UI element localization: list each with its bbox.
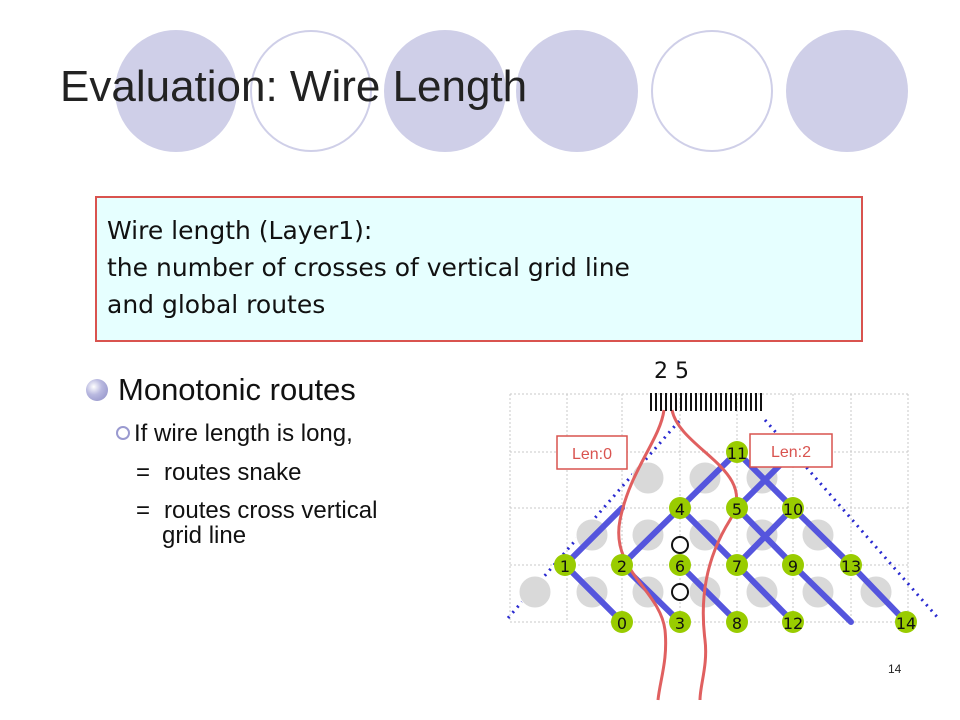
node-2: 2 — [611, 554, 633, 576]
svg-text:6: 6 — [675, 557, 685, 576]
green-nodes: 0 1 2 3 4 5 6 7 8 9 10 11 12 13 14 — [554, 441, 917, 633]
crossing-marker-2 — [671, 583, 689, 601]
svg-text:5: 5 — [732, 500, 742, 519]
node-1: 1 — [554, 554, 576, 576]
svg-text:7: 7 — [732, 557, 742, 576]
decor-circle-6 — [786, 30, 908, 152]
svg-text:13: 13 — [841, 557, 861, 576]
bullet-list: Monotonic routes If wire length is long,… — [86, 366, 506, 548]
bullet-eq-2-text: routes cross vertical — [164, 497, 378, 524]
svg-text:10: 10 — [783, 500, 803, 519]
svg-text:12: 12 — [783, 614, 803, 633]
decor-circle-1 — [115, 30, 237, 152]
len-right-label: Len:2 — [771, 444, 811, 461]
len-left-label: Len:0 — [572, 446, 612, 463]
decor-circle-5 — [651, 30, 773, 152]
len-right-box — [749, 433, 833, 468]
node-10: 10 — [782, 497, 804, 519]
node-14: 14 — [895, 611, 917, 633]
decor-circle-2 — [250, 30, 372, 152]
svg-text:8: 8 — [732, 614, 742, 633]
node-6: 6 — [669, 554, 691, 576]
node-7: 7 — [726, 554, 748, 576]
svg-text:14: 14 — [896, 614, 916, 633]
top-label: 2 5 — [654, 359, 689, 384]
svg-text:3: 3 — [675, 614, 685, 633]
definition-line-2: the number of crosses of vertical grid l… — [107, 253, 630, 282]
node-12: 12 — [782, 611, 804, 633]
decor-circle-4 — [516, 30, 638, 152]
page-number: 14 — [888, 662, 902, 676]
equals-sign: = — [136, 497, 151, 524]
slide-title: Evaluation: Wire Length — [60, 62, 528, 111]
bullet-sub: If wire length is long, — [86, 414, 506, 454]
global-routes — [562, 449, 909, 625]
red-route-right — [670, 409, 739, 701]
svg-text:9: 9 — [788, 557, 798, 576]
node-0: 0 — [611, 611, 633, 633]
bullet-eq-1-text: routes snake — [164, 459, 302, 486]
len-left-box — [556, 435, 628, 470]
bullet-eq-2: = routes cross vertical — [86, 492, 506, 530]
node-13: 13 — [840, 554, 862, 576]
definition-box: Wire length (Layer1): the number of cros… — [95, 196, 863, 342]
crossing-marker-1 — [671, 536, 689, 554]
svg-text:11: 11 — [727, 444, 747, 463]
node-11: 11 — [726, 441, 748, 463]
svg-text:0: 0 — [617, 614, 627, 633]
node-3: 3 — [669, 611, 691, 633]
definition-line-3: and global routes — [107, 290, 326, 319]
svg-text:1: 1 — [560, 557, 570, 576]
node-5: 5 — [726, 497, 748, 519]
bullet-eq-1: = routes snake — [86, 454, 506, 492]
decor-circle-3 — [384, 30, 506, 152]
node-8: 8 — [726, 611, 748, 633]
node-4: 4 — [669, 497, 691, 519]
svg-text:2: 2 — [617, 557, 627, 576]
bullet-sub-text: If wire length is long, — [134, 420, 353, 447]
pin-comb — [650, 393, 762, 411]
definition-line-1: Wire length (Layer1): — [107, 216, 373, 245]
bullet-main: Monotonic routes — [86, 366, 506, 414]
bullet-eq-2-continued: grid line — [162, 522, 247, 549]
bullet-dot-icon — [86, 379, 108, 401]
node-9: 9 — [782, 554, 804, 576]
svg-text:4: 4 — [675, 500, 685, 519]
equals-sign: = — [136, 459, 151, 486]
bullet-main-text: Monotonic routes — [118, 372, 356, 407]
bullet-ring-icon — [116, 426, 130, 440]
